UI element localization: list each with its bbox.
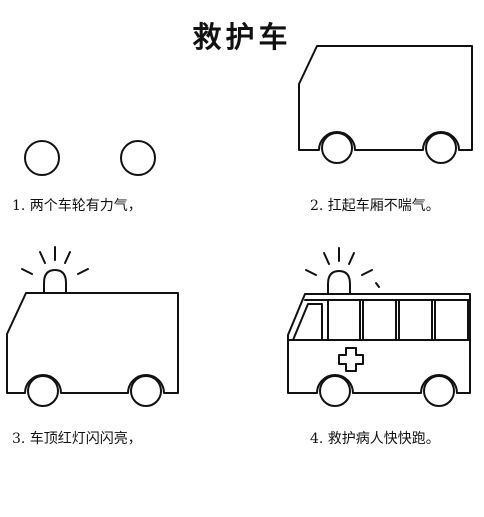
step-2-wheel-left [321, 132, 353, 164]
step-1-wheel-right [120, 140, 156, 176]
step-4-window [434, 299, 469, 341]
step-4-wheel-left [319, 375, 351, 407]
step-4-window [398, 299, 433, 341]
step-2-van-body [298, 45, 473, 151]
step-4-van-body [287, 293, 471, 394]
step-4-windows [327, 299, 469, 341]
step-4-illustration [287, 247, 471, 407]
step-2-illustration [298, 45, 473, 164]
step-4-caption: 4. 救护病人快快跑。 [310, 431, 440, 447]
step-4-siren-rays [305, 247, 380, 288]
step-3-van-body [6, 292, 179, 394]
step-4-siren-light [327, 270, 351, 295]
step-3-siren-light [43, 269, 67, 294]
step-1-illustration [24, 140, 156, 176]
step-3-illustration [6, 246, 179, 407]
step-1-caption: 1. 两个车轮有力气， [12, 198, 142, 214]
medical-cross-icon [338, 347, 364, 372]
step-4-front-window [292, 303, 323, 341]
step-3-caption: 3. 车顶红灯闪闪亮， [12, 431, 142, 447]
step-4-window [362, 299, 397, 341]
step-4-wheel-right [423, 375, 455, 407]
step-3-wheel-left [27, 375, 59, 407]
step-3-wheel-right [130, 375, 162, 407]
step-4-window [327, 299, 361, 341]
step-1-wheel-left [24, 140, 60, 176]
step-3-siren-rays [21, 246, 89, 275]
step-2-wheel-right [425, 132, 457, 164]
step-2-caption: 2. 扛起车厢不喘气。 [310, 198, 440, 214]
page-title: 救护车 [192, 20, 292, 54]
